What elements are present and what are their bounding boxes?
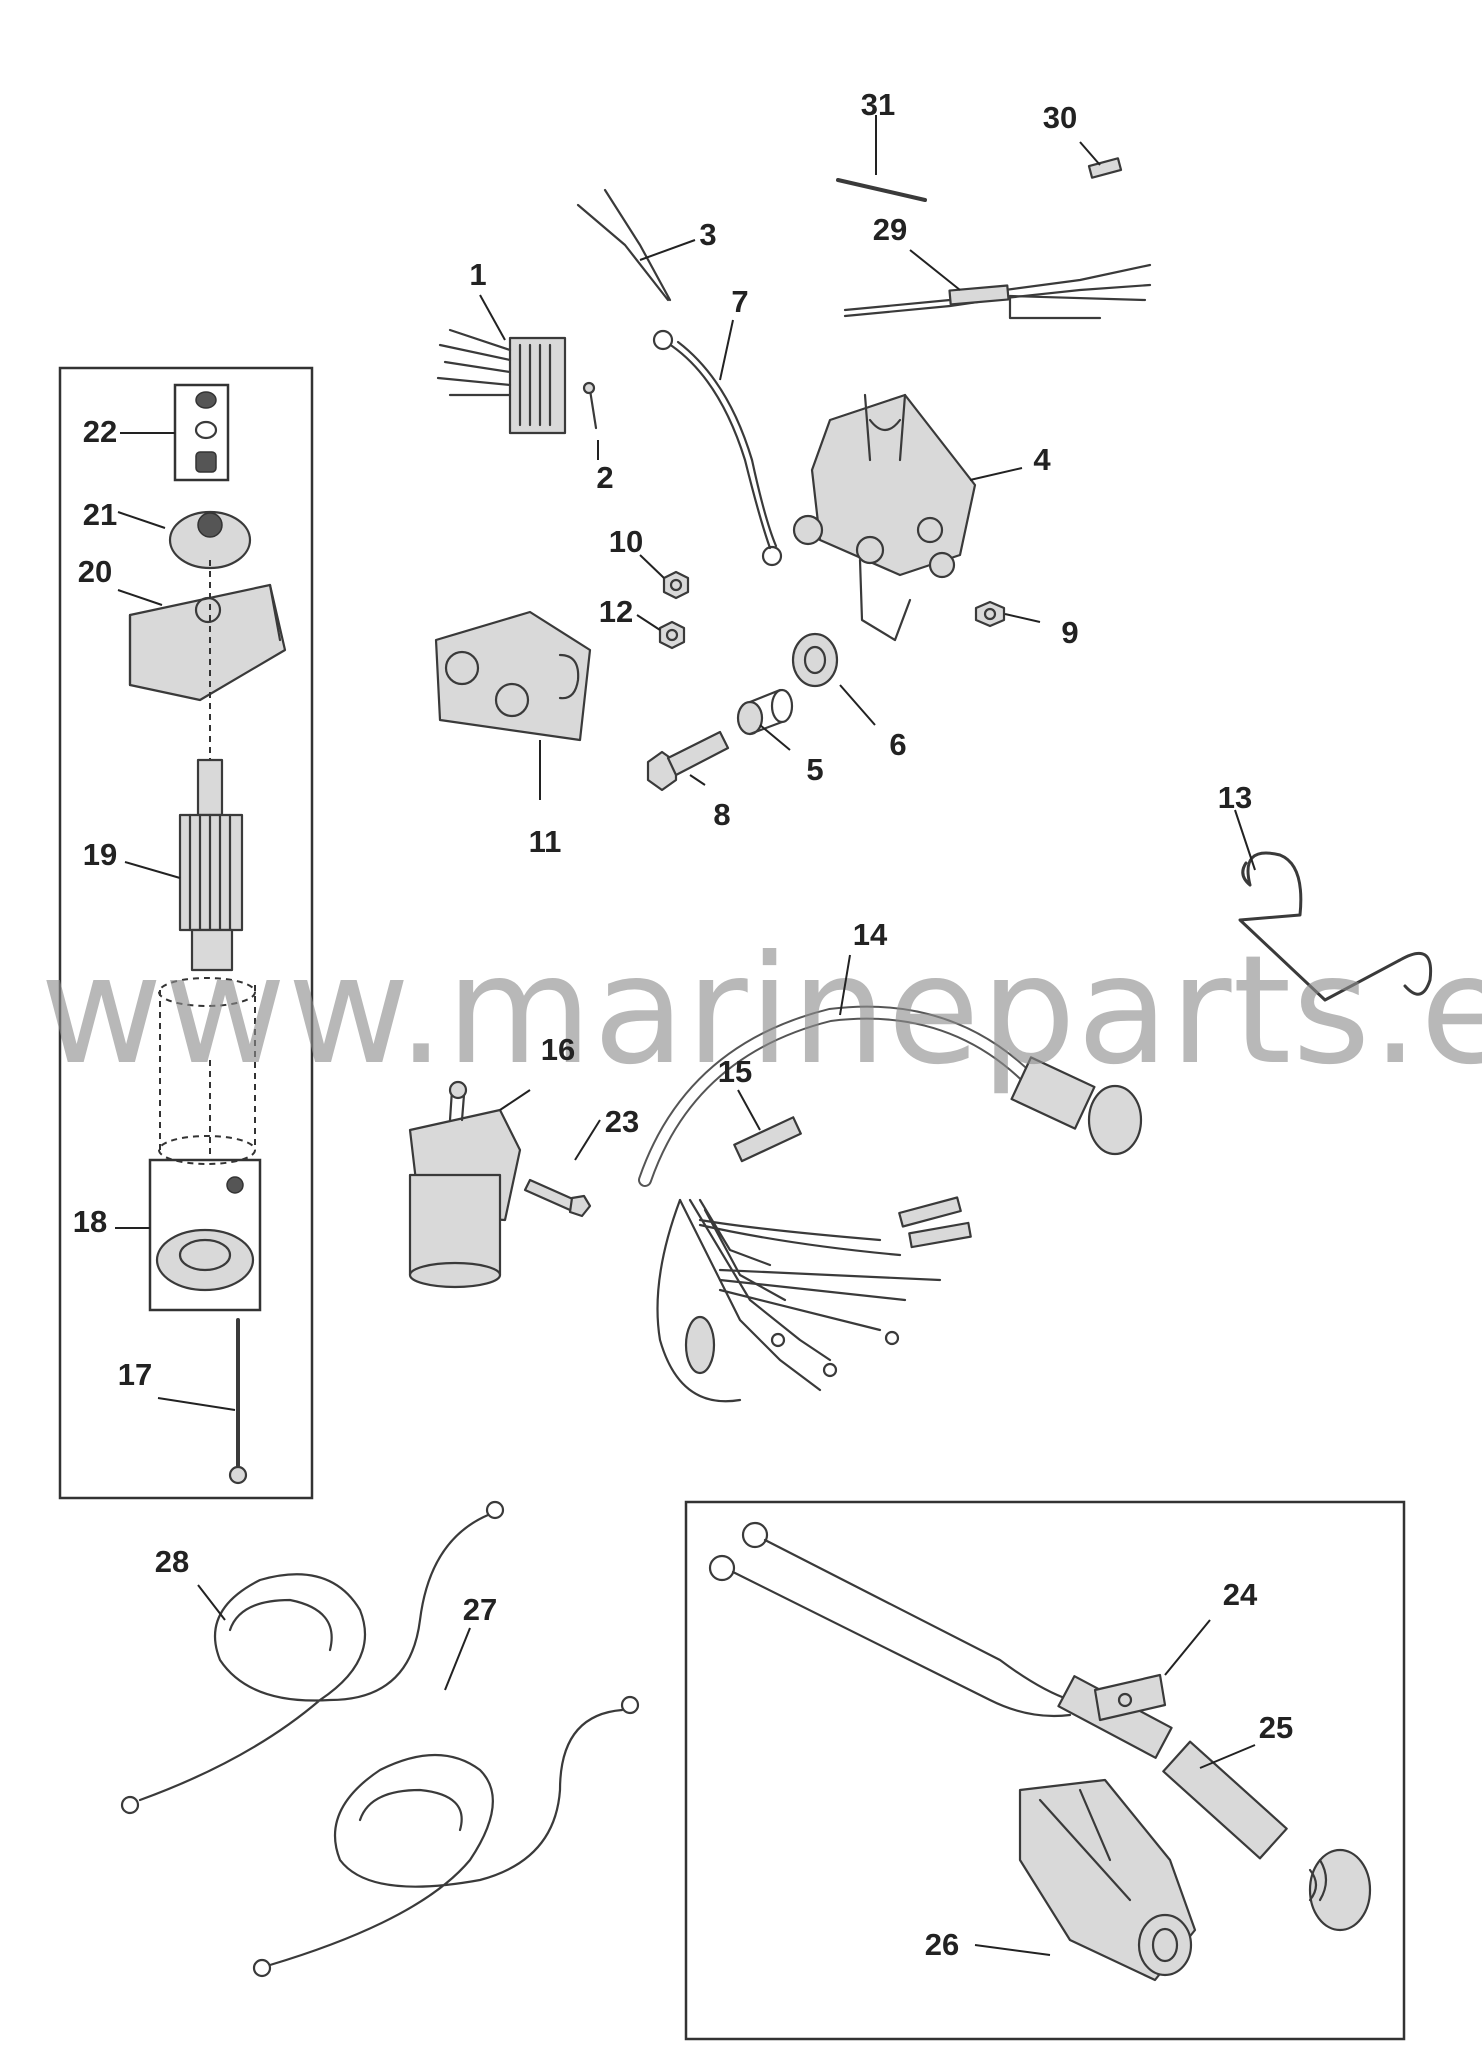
part-6-grommet — [791, 632, 839, 688]
callout-7: 7 — [731, 284, 748, 319]
callout-4: 4 — [1033, 442, 1051, 477]
part-19-armature — [178, 758, 244, 972]
callout-labels: 1 2 3 4 5 6 7 8 9 10 11 12 13 14 15 16 1… — [73, 87, 1293, 1962]
callout-24: 24 — [1223, 1577, 1258, 1612]
callout-5: 5 — [806, 752, 823, 787]
part-23-bolt — [523, 1178, 592, 1218]
part-5-bushing — [736, 688, 794, 736]
callout-6: 6 — [889, 727, 906, 762]
callout-13: 13 — [1218, 780, 1252, 815]
part-21-drive — [168, 510, 252, 570]
part-12-nut — [658, 620, 686, 650]
callout-31: 31 — [861, 87, 895, 122]
callout-30: 30 — [1043, 100, 1077, 135]
part-1-rectifier — [436, 328, 567, 435]
part-4-solenoid-assembly — [792, 393, 977, 642]
part-10-nut — [662, 570, 690, 600]
callout-26: 26 — [925, 1927, 959, 1962]
part-22-hardware-kit — [194, 391, 218, 473]
part-2-screw — [582, 381, 598, 430]
callout-12: 12 — [599, 594, 633, 629]
part-8-bolt — [646, 730, 730, 792]
part-20-end-bracket — [128, 583, 287, 702]
callout-2: 2 — [596, 460, 613, 495]
callout-17: 17 — [118, 1357, 152, 1392]
callout-18: 18 — [73, 1204, 107, 1239]
callout-25: 25 — [1259, 1710, 1293, 1745]
part-27-cable — [252, 1695, 640, 1978]
subgroup-18-box — [148, 1158, 262, 1312]
callout-11: 11 — [529, 824, 562, 859]
callout-1: 1 — [469, 257, 486, 292]
starter-frame — [158, 977, 256, 1165]
part-18-brush-plate — [155, 1176, 255, 1292]
part-7-ground-strap — [652, 329, 783, 567]
callout-16: 16 — [541, 1032, 575, 1067]
callout-27: 27 — [463, 1592, 497, 1627]
callout-14: 14 — [853, 917, 888, 952]
callout-22: 22 — [83, 414, 117, 449]
callout-20: 20 — [78, 554, 112, 589]
part-15-fuse-holder — [733, 1116, 802, 1163]
part-30-fuse — [1087, 157, 1123, 179]
part-24-clip — [1093, 1673, 1167, 1722]
part-13-clip — [1238, 851, 1433, 1002]
callout-3: 3 — [699, 217, 716, 252]
part-17-through-bolt — [228, 1318, 248, 1485]
part-11-terminal-block — [434, 610, 592, 742]
callout-15: 15 — [718, 1054, 752, 1089]
callout-9: 9 — [1061, 615, 1078, 650]
leader-lines — [115, 115, 1256, 1956]
watermark: www.marineparts.eu — [40, 924, 1482, 1098]
part-9-nut — [974, 600, 1006, 628]
callout-8: 8 — [713, 797, 730, 832]
part-14-harness — [638, 1005, 1143, 1403]
part-28-cable — [120, 1500, 505, 1815]
callout-29: 29 — [873, 212, 907, 247]
part-29-harness — [843, 263, 1152, 320]
callout-23: 23 — [605, 1104, 639, 1139]
callout-21: 21 — [83, 497, 117, 532]
part-16-solenoid — [408, 1080, 522, 1289]
callout-10: 10 — [609, 524, 643, 559]
part-3-lead — [576, 188, 672, 302]
starter-motor-group-box — [58, 366, 314, 1500]
callout-28: 28 — [155, 1544, 189, 1579]
part-26-mount-bracket — [1018, 1778, 1197, 1982]
key-switch-harness-group-box — [684, 1500, 1406, 2041]
callout-19: 19 — [83, 837, 117, 872]
part-31-rod — [836, 178, 927, 202]
